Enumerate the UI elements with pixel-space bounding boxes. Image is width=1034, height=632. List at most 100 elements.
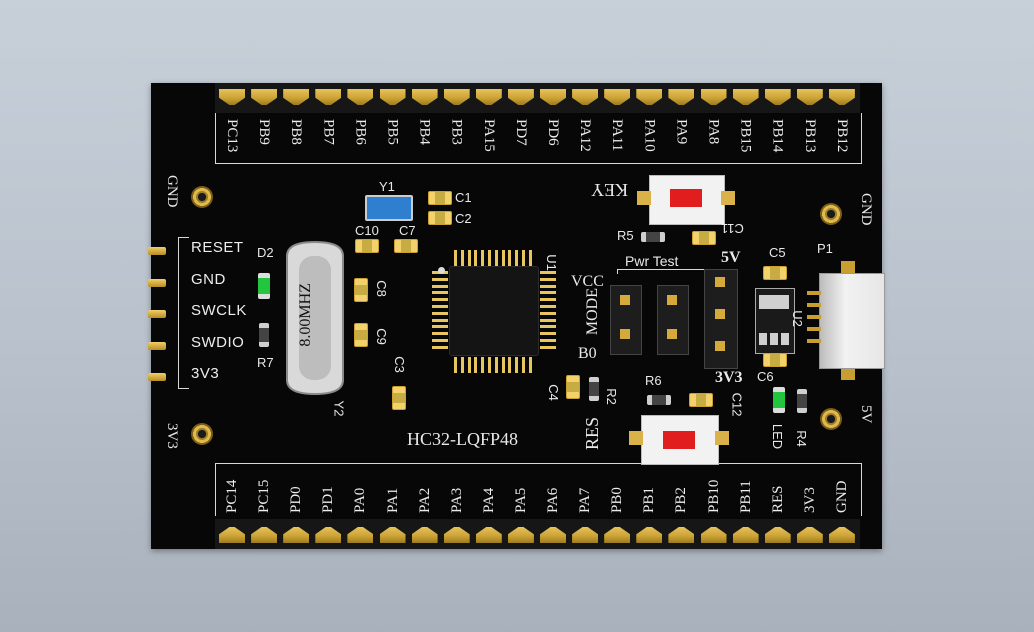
bottom-pin-label: PC14 (224, 479, 240, 513)
capacitor-c7 (394, 239, 418, 253)
mcu-pin (432, 311, 448, 315)
top-pin-label: PB8 (288, 119, 305, 145)
capacitor-c9 (354, 323, 368, 347)
mcu-pin (540, 291, 556, 295)
ref-led: LED (770, 423, 786, 450)
ref-p1: P1 (817, 241, 833, 256)
jumper-pin (715, 341, 725, 351)
capacitor-c12 (689, 393, 713, 407)
ref-c2: C2 (455, 211, 472, 226)
top-header-pin (700, 89, 727, 105)
top-header-pin (636, 89, 663, 105)
top-pin-label: PA11 (609, 119, 626, 152)
led-d2 (258, 273, 270, 299)
top-pin-label: PB13 (801, 119, 818, 153)
crystal-y1 (365, 195, 413, 221)
capacitor-c3 (392, 386, 406, 410)
top-header-pin (315, 89, 342, 105)
swd-pin-label: RESET (191, 239, 244, 256)
bottom-header-pin (475, 527, 502, 543)
jumper-power-select[interactable] (704, 269, 738, 369)
mcu-pin (540, 339, 556, 342)
bottom-header-pin (411, 527, 438, 543)
resistor-r2 (589, 377, 599, 401)
capacitor-c10 (355, 239, 379, 253)
top-pin-label: PD6 (545, 119, 561, 146)
mcu-pin (474, 357, 478, 373)
top-header-pin (796, 89, 823, 105)
top-header-pin (540, 89, 566, 105)
bottom-header-pin (540, 527, 566, 543)
bottom-header-pin (828, 527, 855, 543)
ref-c1: C1 (455, 190, 472, 205)
top-header-pin (668, 89, 695, 105)
bottom-header-pin (604, 527, 631, 543)
bottom-pin-label: PB0 (609, 487, 626, 513)
mcu-pin (508, 357, 512, 373)
bottom-header-pin (796, 527, 823, 543)
mcu-pin (432, 325, 448, 329)
top-pin-label: PB6 (352, 119, 369, 145)
ref-u2: U2 (789, 310, 805, 327)
mount-hole-3v3-left (191, 423, 213, 445)
bottom-pin-label: PA5 (512, 487, 529, 513)
bottom-header-pin (251, 527, 278, 543)
bottom-pin-label: PA4 (480, 487, 497, 513)
bottom-pin-label: PA3 (448, 487, 465, 513)
resistor-r7 (259, 323, 269, 347)
ref-c6: C6 (757, 369, 774, 384)
jumper-pin (715, 277, 725, 287)
bottom-pin-label: PB2 (673, 487, 690, 513)
ref-y2: Y2 (331, 400, 347, 417)
jumper-pin (620, 329, 630, 339)
key-button-pad-left (637, 191, 651, 205)
mount-hole-gnd-right (820, 203, 842, 225)
jumper-pin (715, 309, 725, 319)
jumper-pin (667, 329, 677, 339)
resistor-r5 (641, 232, 665, 242)
bottom-pin-label: PD1 (320, 486, 337, 513)
bottom-pin-label: PD0 (288, 486, 305, 513)
top-pin-label: PB3 (448, 119, 465, 145)
mcu-pin (528, 357, 532, 373)
top-pin-label: PB9 (256, 119, 273, 145)
mcu-pin (508, 250, 512, 266)
mcu-pin (528, 250, 532, 266)
mcu-pin (481, 250, 485, 266)
ref-r5: R5 (617, 228, 634, 243)
key-button[interactable] (670, 189, 702, 207)
ref-y1: Y1 (379, 179, 395, 194)
ref-r2: R2 (603, 388, 619, 405)
mcu-pin (540, 311, 556, 315)
top-pin-label: PA8 (705, 119, 722, 145)
mcu-pin (540, 271, 556, 274)
swd-frame (178, 237, 189, 389)
mount-hole-gnd-left (191, 186, 213, 208)
top-pin-header (215, 83, 860, 113)
top-pin-label: PA10 (641, 119, 658, 152)
mcu-pin (488, 250, 491, 266)
ref-c9: C9 (373, 328, 389, 345)
reset-button[interactable] (663, 431, 695, 449)
label-gnd-right: GND (858, 193, 874, 226)
bottom-header-pin (315, 527, 342, 543)
top-header-pin (411, 89, 438, 105)
bottom-pin-label: PC15 (256, 479, 273, 513)
capacitor-c1 (428, 191, 452, 205)
bottom-header-pin (636, 527, 663, 543)
bottom-header-pin (732, 527, 759, 543)
mcu-pin (540, 332, 556, 336)
usb-port-p1[interactable] (819, 273, 885, 369)
bottom-header-pin (347, 527, 374, 543)
label-3v3-left: 3V3 (164, 423, 180, 449)
label-b0: B0 (578, 345, 597, 362)
mcu-pin (432, 339, 448, 342)
chip-label: HC32-LQFP48 (407, 429, 519, 449)
bottom-pin-label: PA0 (352, 487, 369, 513)
crystal-y2 (286, 240, 344, 396)
top-header-pin (251, 89, 278, 105)
mcu-pin (432, 318, 448, 322)
top-pin-label: PA15 (480, 119, 497, 152)
top-header-pin (764, 89, 791, 105)
